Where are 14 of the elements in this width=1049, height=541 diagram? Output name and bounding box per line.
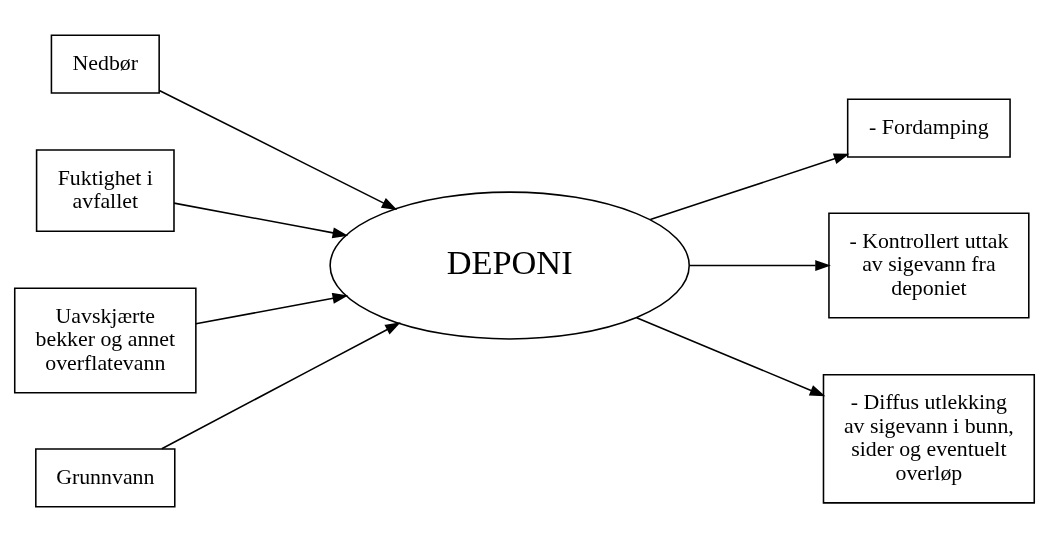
arrow: [161, 321, 401, 450]
arrow: [649, 153, 850, 220]
arrow: [158, 89, 398, 210]
node-box: - Diffus utlekking av sigevann i bunn, sider og eventuelt overløp: [822, 373, 1036, 504]
arrow: [173, 201, 349, 238]
node-box: Grunnvann: [35, 447, 176, 508]
node-box: - Fordamping: [846, 98, 1011, 158]
node-box: Uavskjærte bekker og annet overflatevann: [13, 286, 197, 394]
node-box: Nedbør: [50, 33, 160, 94]
arrow: [195, 292, 349, 325]
node-box: Fuktighet i avfallet: [35, 148, 175, 232]
arrow: [688, 259, 831, 271]
arrow: [635, 316, 826, 396]
node-box: - Kontrollert uttak av sigevann fra deponiet: [828, 211, 1030, 319]
